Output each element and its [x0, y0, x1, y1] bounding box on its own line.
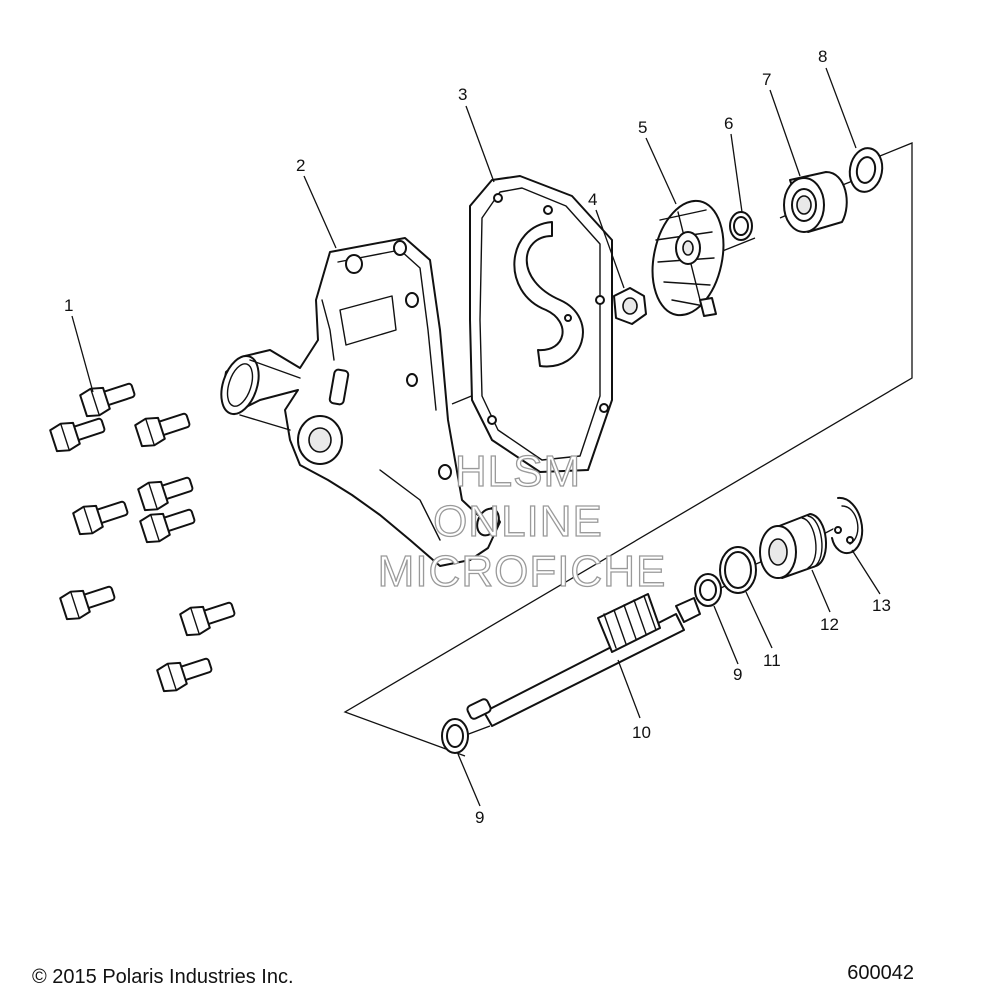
watermark: HLSM ONLINE MICROFICHE: [377, 446, 667, 596]
bolt: [72, 500, 129, 536]
callout-5: 5: [638, 118, 647, 137]
part-9-washer-upper[interactable]: [694, 573, 722, 607]
bolt: [139, 508, 196, 544]
part-2-pump-housing[interactable]: [215, 237, 503, 567]
bolt: [49, 417, 106, 453]
watermark-line-1: HLSM: [455, 447, 581, 496]
part-4-nut[interactable]: [613, 287, 647, 325]
bolt: [59, 585, 116, 621]
part-11-o-ring[interactable]: [719, 546, 757, 594]
diagram-number: 600042: [847, 962, 914, 984]
callout-3: 3: [458, 85, 467, 104]
copyright-notice: © 2015 Polaris Industries Inc.: [32, 966, 294, 988]
callout-9-upper: 9: [733, 665, 742, 684]
part-12-bushing[interactable]: [759, 513, 828, 579]
bolt: [134, 412, 191, 448]
part-13-snap-ring[interactable]: [831, 496, 864, 554]
bolt: [79, 382, 136, 418]
callout-labels: 1 2 3 4 5 6 7 8 9 9 10 11 12 13: [64, 47, 891, 827]
callout-6: 6: [724, 114, 733, 133]
callout-4: 4: [588, 190, 597, 209]
bolt: [179, 601, 236, 637]
part-5-impeller[interactable]: [643, 194, 734, 322]
callout-12: 12: [820, 615, 839, 634]
callout-1: 1: [64, 296, 73, 315]
callout-11: 11: [763, 651, 781, 670]
part-9-washer-lower[interactable]: [441, 718, 469, 754]
callout-13: 13: [872, 596, 891, 615]
watermark-line-2: ONLINE: [433, 497, 603, 546]
callout-8: 8: [818, 47, 827, 66]
callout-9-lower: 9: [475, 808, 484, 827]
part-6-ring[interactable]: [729, 211, 753, 241]
callout-7: 7: [762, 70, 771, 89]
callout-leaders: [71, 67, 881, 807]
bolt: [137, 476, 194, 512]
part-8-seal[interactable]: [846, 146, 885, 195]
watermark-line-3: MICROFICHE: [378, 547, 667, 596]
callout-2: 2: [296, 156, 305, 175]
part-10-shaft[interactable]: [466, 593, 701, 727]
bolt: [156, 657, 213, 693]
part-7-bearing[interactable]: [783, 171, 848, 233]
part-1-bolts[interactable]: [49, 376, 237, 694]
callout-10: 10: [632, 723, 651, 742]
part-3-gasket[interactable]: [469, 175, 613, 473]
